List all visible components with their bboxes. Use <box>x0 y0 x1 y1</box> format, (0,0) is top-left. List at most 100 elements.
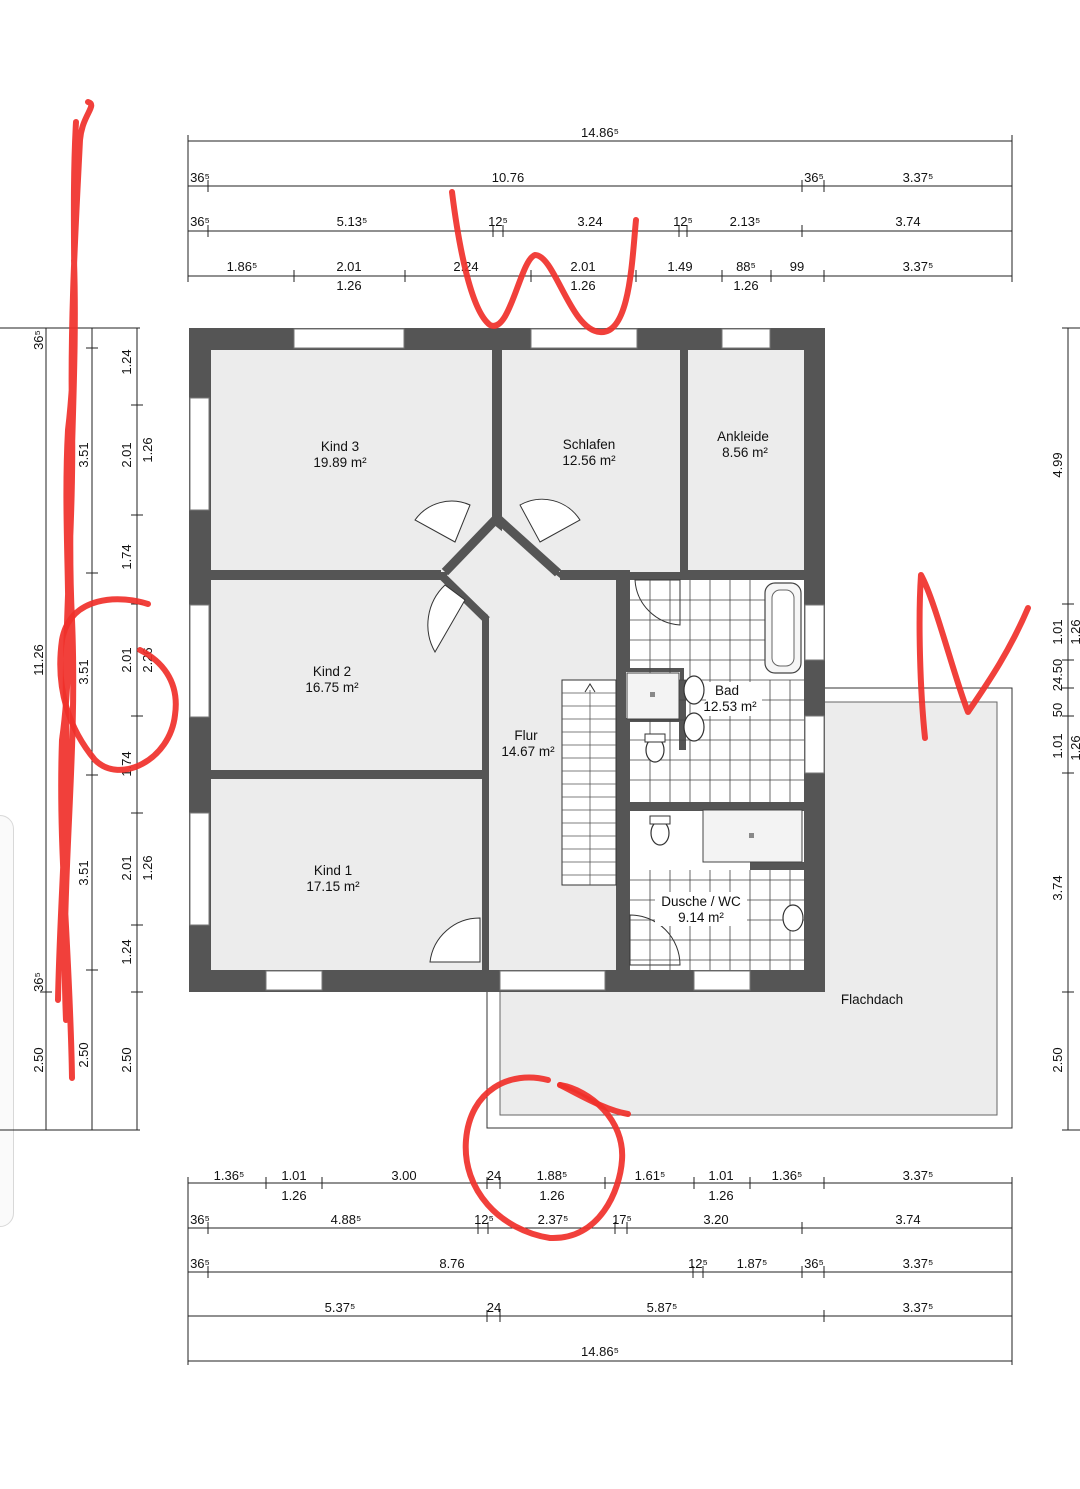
staircase <box>561 679 617 886</box>
dim-left-c1: 1.24 <box>119 349 134 374</box>
building: Kind 3 19.89 m² Schlafen 12.56 m² Anklei… <box>189 328 825 992</box>
red-scribble-left-line <box>55 99 95 1081</box>
red-scribble-o <box>462 1074 626 1242</box>
dim-top-r4-6-sub: 1.26 <box>733 278 758 293</box>
red-scribble-n <box>916 572 1031 741</box>
hand-annotations <box>55 99 1031 1242</box>
room-kind-2-area: 16.75 m² <box>305 680 359 695</box>
dim-left-d1: 1.26 <box>140 437 155 462</box>
dim-bot-r2-4: 2.37⁵ <box>538 1212 569 1227</box>
room-bad-area: 12.53 m² <box>703 699 757 714</box>
dim-left-d3: 1.26 <box>140 855 155 880</box>
dim-right-3: 24.50 <box>1050 659 1065 692</box>
dim-top-r2-1: 36⁵ <box>190 170 210 185</box>
dim-bot-r2-7: 3.74 <box>895 1212 920 1227</box>
flat-roof-label: Flachdach <box>841 992 903 1007</box>
dim-top-r4-4: 2.01 <box>570 259 595 274</box>
dim-left-roof: 2.50 <box>31 1047 46 1072</box>
dim-right-6: 3.74 <box>1050 875 1065 900</box>
dim-top-r3-1: 36⁵ <box>190 214 210 229</box>
dim-left-c4: 2.01 <box>119 647 134 672</box>
room-kind-3-name: Kind 3 <box>321 439 359 454</box>
dim-bot-r1-5: 1.88⁵ <box>537 1168 568 1183</box>
dim-top-r4-8: 3.37⁵ <box>903 259 934 274</box>
sink-icon <box>683 675 705 705</box>
dim-bot-r4-1: 5.37⁵ <box>325 1300 356 1315</box>
floor-kind-1 <box>211 779 482 970</box>
room-schlafen-name: Schlafen <box>563 437 616 452</box>
dim-top-r3-6: 2.13⁵ <box>730 214 761 229</box>
dim-bot-r2-3: 12⁵ <box>474 1212 494 1227</box>
dim-left-c3: 1.74 <box>119 544 134 569</box>
dim-bot-r2-5: 17⁵ <box>612 1212 632 1227</box>
dim-top-r2-4: 3.37⁵ <box>903 170 934 185</box>
dim-bot-r3-2: 8.76 <box>439 1256 464 1271</box>
dim-bot-r1-5-sub: 1.26 <box>539 1188 564 1203</box>
dim-bot-r2-2: 4.88⁵ <box>331 1212 362 1227</box>
room-bad-name: Bad <box>715 683 739 698</box>
dim-top-r4-6: 88⁵ <box>736 259 756 274</box>
dim-top-r3-7: 3.74 <box>895 214 920 229</box>
dim-left-c8: 2.50 <box>119 1047 134 1072</box>
dim-top-r4-1: 1.86⁵ <box>227 259 258 274</box>
dim-right-5: 1.01 <box>1050 733 1065 758</box>
dimension-chain-left: 11.26 2.50 36⁵ 36⁵ 3.51 3.51 3.51 2.50 1… <box>0 327 155 1131</box>
floor-ankleide <box>688 350 804 570</box>
windows <box>189 328 825 991</box>
dim-bot-r1-8: 1.36⁵ <box>772 1168 803 1183</box>
dim-left-b4: 2.50 <box>76 1042 91 1067</box>
dim-left-a1: 36⁵ <box>31 330 46 350</box>
sink-icon <box>683 712 705 742</box>
room-dusche-wc-area: 9.14 m² <box>678 910 724 925</box>
dim-left-c7: 1.24 <box>119 939 134 964</box>
dimension-chain-right: 4.99 1.01 24.50 50 1.01 3.74 2.50 1.26 1… <box>1050 327 1080 1131</box>
dim-top-overall: 14.86⁵ <box>581 125 619 140</box>
dim-top-r3-5: 12⁵ <box>673 214 693 229</box>
room-flur-area: 14.67 m² <box>501 744 555 759</box>
dim-bot-r4-3: 5.87⁵ <box>647 1300 678 1315</box>
dim-bot-r3-3: 12⁵ <box>688 1256 708 1271</box>
room-dusche-wc-name: Dusche / WC <box>661 894 741 909</box>
room-schlafen-area: 12.56 m² <box>562 453 616 468</box>
dim-right-4: 50 <box>1050 703 1065 717</box>
toilet-icon <box>650 820 670 846</box>
room-kind-1-area: 17.15 m² <box>306 879 360 894</box>
dim-top-r3-3: 12⁵ <box>488 214 508 229</box>
dim-bot-r1-2: 1.01 <box>281 1168 306 1183</box>
red-scribble-w <box>449 189 639 335</box>
dim-top-r2-2: 10.76 <box>492 170 525 185</box>
dim-left-a2: 36⁵ <box>31 972 46 992</box>
dim-right-1: 4.99 <box>1050 452 1065 477</box>
dim-top-r4-5: 1.49 <box>667 259 692 274</box>
dim-bot-r1-3: 3.00 <box>391 1168 416 1183</box>
red-scribble-left-loop <box>57 596 179 773</box>
dim-bot-r2-6: 3.20 <box>703 1212 728 1227</box>
room-ankleide-name: Ankleide <box>717 429 769 444</box>
dimension-chain-top: 14.86⁵ 36⁵ 10.76 36⁵ 3.37⁵ 36⁵ 5.13⁵ 12⁵… <box>187 125 1013 293</box>
dim-left-c2: 2.01 <box>119 442 134 467</box>
dim-left-b1: 3.51 <box>76 442 91 467</box>
room-kind-2-name: Kind 2 <box>313 664 351 679</box>
room-kind-3-area: 19.89 m² <box>313 455 367 470</box>
dim-left-b3: 3.51 <box>76 860 91 885</box>
dim-bot-r2-1: 36⁵ <box>190 1212 210 1227</box>
room-kind-1-name: Kind 1 <box>314 863 352 878</box>
dim-top-r4-4-sub: 1.26 <box>570 278 595 293</box>
dim-bot-r1-2-sub: 1.26 <box>281 1188 306 1203</box>
dim-top-r3-4: 3.24 <box>577 214 602 229</box>
sanitary-fixtures <box>626 582 804 932</box>
dim-bot-r4-4: 3.37⁵ <box>903 1300 934 1315</box>
red-scribble-o-tail <box>557 1082 631 1117</box>
dim-top-r4-2-sub: 1.26 <box>336 278 361 293</box>
dim-right-sub-2: 1.26 <box>1068 735 1080 760</box>
sink-icon <box>782 904 804 932</box>
dimension-chain-bottom: 1.36⁵ 1.01 1.26 3.00 24 1.88⁵ 1.26 1.61⁵… <box>187 1168 1013 1365</box>
room-flur-name: Flur <box>514 728 538 743</box>
floor-schlafen <box>502 350 680 572</box>
dim-top-r2-3: 36⁵ <box>804 170 824 185</box>
dim-bot-r1-6: 1.61⁵ <box>635 1168 666 1183</box>
dim-bot-r1-7: 1.01 <box>708 1168 733 1183</box>
dim-bot-r1-1: 1.36⁵ <box>214 1168 245 1183</box>
dim-right-7: 2.50 <box>1050 1047 1065 1072</box>
